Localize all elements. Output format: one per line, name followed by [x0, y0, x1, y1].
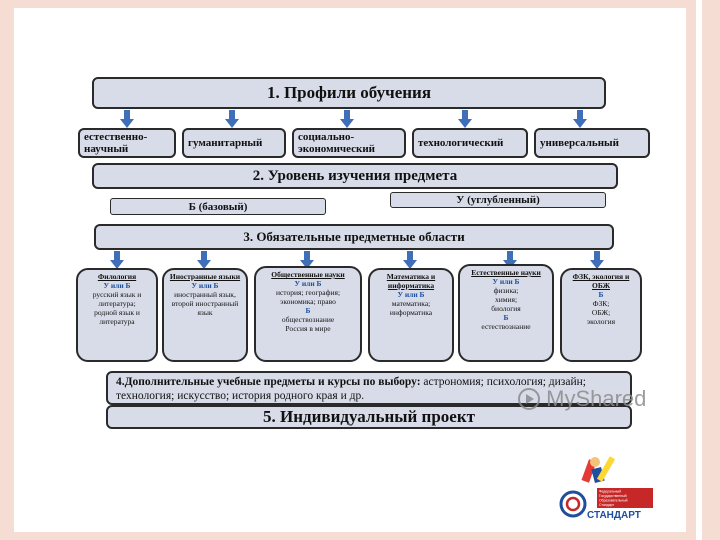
area-title: Общественные науки [271, 270, 345, 279]
watermark-logo-icon [518, 388, 540, 410]
arrow-down-icon [110, 251, 124, 269]
area-title: Филология [97, 272, 137, 281]
area-item: иностранный язык, [174, 290, 236, 299]
level-title-box: 2. Уровень изучения предмета [92, 163, 618, 189]
area-item: Россия в мире [285, 324, 331, 333]
area-item: родной язык и литература [94, 308, 140, 326]
electives-text: астрономия; психология; дизайн; технолог… [116, 376, 586, 402]
profile-label: универсальный [540, 137, 619, 149]
level-title: 2. Уровень изучения предмета [252, 167, 458, 184]
level-label: У (углубленный) [456, 194, 540, 206]
arrow-down-icon [590, 251, 604, 269]
area-level: Б [598, 290, 604, 299]
area-title: Естественные науки [471, 268, 541, 277]
area-item: Б [305, 306, 311, 315]
logo-line2: Государственный [599, 494, 627, 498]
area-pe-ecology-safety: ФЗК, экология и ОБЖ Б ФЗК; ОБЖ; экология [560, 268, 642, 362]
area-natural-sciences: Естественные науки У или Б физика; химия… [458, 264, 554, 362]
area-level: У или Б [294, 279, 322, 288]
project-title-box: 5. Индивидуальный проект [106, 405, 632, 429]
arrow-down-icon [197, 251, 211, 269]
slide-border-stripe [696, 0, 702, 540]
watermark-text: MyShared [546, 386, 647, 411]
level-label: Б (базовый) [188, 200, 248, 213]
area-item: второй иностранный язык [171, 299, 239, 317]
area-item: история; география; [275, 288, 341, 297]
profiles-title-box: 1. Профили обучения [92, 77, 606, 109]
area-item: экология [586, 317, 616, 326]
arrow-down-icon [340, 110, 354, 128]
area-item: экономика; право [280, 297, 336, 306]
logo-line4: Стандарт [599, 503, 614, 507]
profiles-title: 1. Профили обучения [266, 83, 432, 102]
area-math-informatics: Математика и информатика У или Б математ… [368, 268, 454, 362]
arrow-down-icon [300, 251, 314, 269]
area-social-sciences: Общественные науки У или Б история; геог… [254, 266, 362, 362]
project-title: 5. Индивидуальный проект [263, 407, 475, 426]
area-philology: Филология У или Б русский язык и литерат… [76, 268, 158, 362]
arrow-down-icon [120, 110, 134, 128]
level-basic: Б (базовый) [110, 198, 326, 215]
arrow-down-icon [403, 251, 417, 269]
area-item: химия; [494, 295, 518, 304]
electives-box: 4.Дополнительные учебные предметы и курс… [106, 371, 632, 405]
profile-label: технологический [418, 137, 504, 149]
profile-label: социально-экономический [298, 131, 376, 155]
area-item: информатика [389, 308, 433, 317]
area-item: биология [491, 304, 521, 313]
area-title: Иностранные языки [169, 272, 241, 281]
profile-label: естественно-научный [84, 131, 148, 155]
area-title: ФЗК, экология и ОБЖ [572, 272, 630, 290]
arrow-down-icon [458, 110, 472, 128]
profile-universal: универсальный [534, 128, 650, 158]
electives-label: 4.Дополнительные учебные предметы и курс… [116, 376, 421, 388]
area-foreign-languages: Иностранные языки У или Б иностранный яз… [162, 268, 248, 362]
area-item: математика; [391, 299, 431, 308]
area-item: ФЗК; [592, 299, 610, 308]
area-level: У или Б [103, 281, 131, 290]
level-advanced: У (углубленный) [390, 192, 606, 208]
area-item: русский язык и литература; [92, 290, 142, 308]
areas-title-box: 3. Обязательные предметные области [94, 224, 614, 250]
profile-socio-economic: социально-экономический [292, 128, 406, 158]
fgos-standard-logo: Федеральный Государственный Образователь… [559, 456, 653, 521]
area-level: У или Б [191, 281, 219, 290]
logo-brand: СТАНДАРТ [587, 510, 641, 521]
arrow-down-icon [573, 110, 587, 128]
area-item: Б [503, 313, 509, 322]
logo-line1: Федеральный [599, 490, 621, 494]
slide-border-right [686, 0, 720, 540]
area-level: У или Б [492, 277, 520, 286]
areas-title: 3. Обязательные предметные области [243, 229, 465, 244]
profile-humanities: гуманитарный [182, 128, 286, 158]
area-item: ОБЖ; [591, 308, 611, 317]
slide-border-left [0, 0, 14, 540]
area-level: У или Б [397, 290, 425, 299]
profile-technological: технологический [412, 128, 528, 158]
area-title: Математика и информатика [386, 272, 436, 290]
area-item: естествознание [481, 322, 531, 331]
profile-natural-science: естественно-научный [78, 128, 176, 158]
logo-line3: Образовательный [599, 499, 628, 503]
slide-border-top [0, 0, 720, 8]
arrow-down-icon [225, 110, 239, 128]
area-item: физика; [493, 286, 519, 295]
watermark: MyShared [518, 386, 646, 412]
profile-label: гуманитарный [188, 137, 263, 149]
area-item: обществознание [281, 315, 335, 324]
slide-border-bottom [0, 532, 720, 540]
